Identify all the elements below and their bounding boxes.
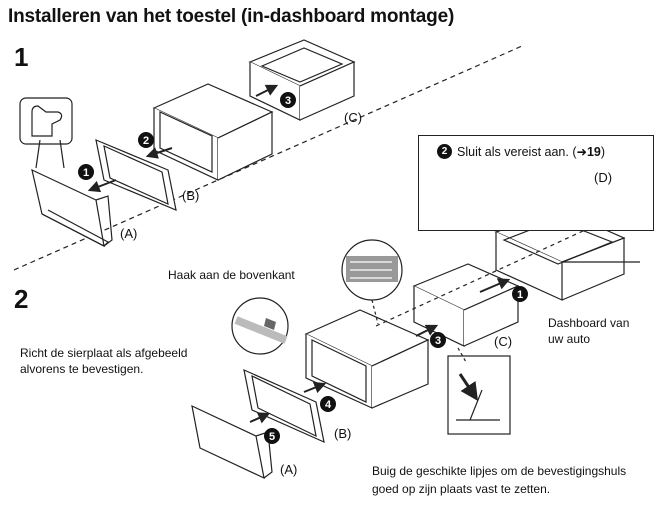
callout-step-marker: 2	[437, 144, 452, 159]
callout-text: 2 Sluit als vereist aan. (➜19)	[437, 144, 605, 159]
car-stereo-unit-1	[152, 83, 274, 181]
svg-text:2: 2	[143, 135, 149, 147]
part-label-b-1: (B)	[182, 188, 200, 203]
step-1-marker-s2: 1	[512, 286, 528, 302]
mounting-sleeve-c-2	[412, 263, 520, 347]
svg-text:5: 5	[269, 431, 275, 443]
svg-text:3: 3	[285, 95, 291, 107]
trim-plate-b-1	[95, 139, 177, 211]
svg-text:3: 3	[435, 335, 441, 347]
step-5-marker-s2: 5	[264, 428, 280, 444]
front-panel-a-2	[191, 404, 273, 480]
page-title: Installeren van het toestel (in-dashboar…	[8, 6, 455, 27]
part-label-c-2: (C)	[494, 334, 513, 349]
step-1-marker-s1: 1	[78, 164, 94, 180]
section-number-2: 2	[14, 284, 29, 314]
zoom-circle-hook	[341, 239, 403, 325]
part-label-d: (D)	[594, 170, 613, 185]
callout-instruction: Sluit als vereist aan. (➜19)	[457, 145, 606, 159]
mounting-sleeve-c-1	[248, 39, 356, 121]
align-plate-label-line1: Richt de sierplaat als afgebeeld	[20, 346, 188, 360]
step-3-marker-s1: 3	[280, 92, 296, 108]
front-panel-a-1	[31, 168, 113, 248]
section-number-1: 1	[14, 42, 29, 72]
svg-text:4: 4	[325, 399, 332, 411]
step-4-marker-s2: 4	[320, 396, 336, 412]
car-stereo-unit-2	[304, 309, 430, 409]
hand-press-icon	[19, 97, 73, 169]
bend-tabs-label-line2: goed op zijn plaats vast te zetten.	[372, 482, 551, 496]
dashboard-label-line1: Dashboard van	[548, 316, 630, 330]
bend-tabs-label-line1: Buig de geschikte lipjes om de bevestigi…	[372, 464, 627, 478]
trim-plate-b-2	[243, 368, 325, 444]
hook-top-label: Haak aan de bovenkant	[168, 268, 295, 282]
part-label-a-2: (A)	[280, 462, 298, 477]
svg-text:1: 1	[83, 167, 89, 179]
part-label-b-2: (B)	[334, 426, 352, 441]
dashboard-label-line2: uw auto	[548, 332, 591, 346]
tab-bend-detail	[447, 347, 511, 435]
step-2-marker-s1: 2	[138, 132, 154, 148]
part-label-a-1: (A)	[120, 226, 138, 241]
align-plate-label-line2: alvorens te bevestigen.	[20, 362, 144, 376]
zoom-circle-trim	[231, 297, 289, 355]
connection-callout-box: 2 Sluit als vereist aan. (➜19)	[418, 135, 654, 231]
step-3-marker-s2: 3	[430, 332, 446, 348]
svg-text:1: 1	[517, 289, 523, 301]
part-label-c-1: (C)	[344, 110, 363, 125]
